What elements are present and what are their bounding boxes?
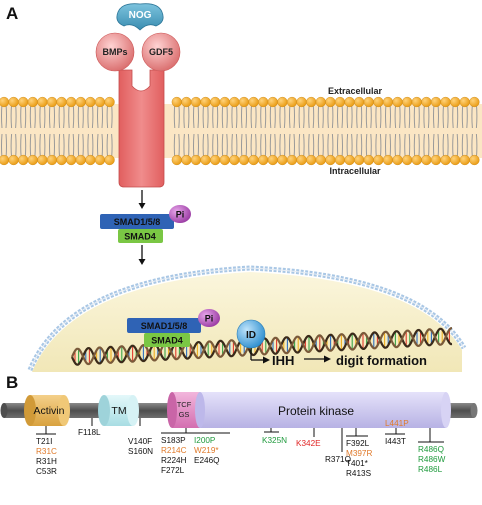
mutation-label: F392L: [346, 439, 370, 448]
mutation-label: K325N: [262, 436, 287, 445]
nog-label: NOG: [129, 10, 152, 21]
smad4-label: SMAD4: [124, 232, 156, 242]
gdf5-ligand: GDF5: [141, 32, 181, 72]
bmps-label: BMPs: [102, 47, 127, 57]
mutation-label: R224H: [161, 456, 187, 465]
ihh-label: IHH: [272, 353, 294, 368]
mutation-markers: [36, 418, 444, 452]
smad158-label: SMAD1/5/8: [114, 217, 161, 227]
mutation-label: S160N: [128, 447, 153, 456]
mutation-label: T401*: [346, 459, 369, 468]
tm-domain: TM: [98, 395, 139, 426]
cell-membrane: [0, 96, 482, 166]
tm-label: TM: [111, 405, 126, 417]
panel-a-letter: A: [6, 4, 18, 23]
mutation-label: R413S: [346, 469, 372, 478]
mutation-label: R31H: [36, 457, 57, 466]
mutation-label: V140F: [128, 437, 152, 446]
id-protein: ID: [236, 319, 266, 349]
mutation-label: R371Q: [325, 455, 351, 464]
mutation-label: S183P: [161, 436, 186, 445]
extracellular-label: Extracellular: [328, 86, 383, 96]
mutation-label: F118L: [78, 428, 101, 437]
gs-label: GS: [179, 410, 190, 419]
mutation-label: M397R: [346, 449, 372, 458]
mutation-label: R31C: [36, 447, 57, 456]
ihh-pathway: IHH digit formation: [250, 348, 427, 368]
pi-bubble: [169, 205, 191, 223]
mutation-labels: T21I R31C R31H C53R F118L V140F S160N S1…: [36, 419, 446, 478]
mutation-label: R486L: [418, 465, 443, 474]
nuclear-smad158-box: [127, 318, 201, 333]
mutation-label: I200P: [194, 436, 216, 445]
protein-domain-map: Activin TM TCF GS Protein kinase: [0, 392, 478, 428]
panel-b-letter: B: [6, 373, 18, 392]
mutation-label: T21I: [36, 437, 52, 446]
signal-arrow-1: [138, 190, 146, 209]
bmps-ligand: BMPs: [95, 32, 135, 72]
intracellular-label: Intracellular: [329, 166, 381, 176]
protein-kinase-domain: Protein kinase: [195, 392, 451, 428]
nuclear-smad158-label: SMAD1/5/8: [141, 321, 188, 331]
gdf5-label: GDF5: [149, 47, 173, 57]
nuclear-pi-label: Pi: [205, 314, 214, 324]
dna-helix: [70, 327, 453, 366]
nuclear-pi-bubble: [198, 309, 220, 327]
digit-formation-label: digit formation: [336, 353, 427, 368]
mutation-label: R486W: [418, 455, 446, 464]
nuclear-smad-complex: SMAD1/5/8 SMAD4 Pi: [127, 309, 220, 347]
mutation-label: L441P: [385, 419, 409, 428]
smad158-box: [100, 214, 174, 229]
mutation-label: C53R: [36, 467, 57, 476]
mutation-label: F272L: [161, 466, 185, 475]
activin-label: Activin: [34, 405, 65, 417]
mutation-label: E246Q: [194, 456, 220, 465]
cytoplasmic-smad-complex: SMAD1/5/8 SMAD4 Pi: [100, 205, 191, 243]
id-label: ID: [246, 330, 256, 341]
tcf-label: TCF: [177, 400, 192, 409]
mutation-label: I443T: [385, 437, 406, 446]
pi-label: Pi: [176, 210, 185, 220]
protein-kinase-label: Protein kinase: [278, 404, 354, 418]
nuclear-smad4-label: SMAD4: [151, 336, 183, 346]
activin-domain: Activin: [24, 395, 70, 426]
mutation-label: W219*: [194, 446, 219, 455]
mutation-label: R214C: [161, 446, 187, 455]
nog-protein: NOG: [116, 3, 164, 31]
nuclear-smad4-box: [144, 333, 190, 347]
mutation-label: K342E: [296, 439, 321, 448]
signal-arrow-2: [138, 245, 146, 265]
bmp-receptor: [118, 69, 165, 188]
mutation-label: R486Q: [418, 445, 444, 454]
smad4-box: [118, 229, 163, 243]
